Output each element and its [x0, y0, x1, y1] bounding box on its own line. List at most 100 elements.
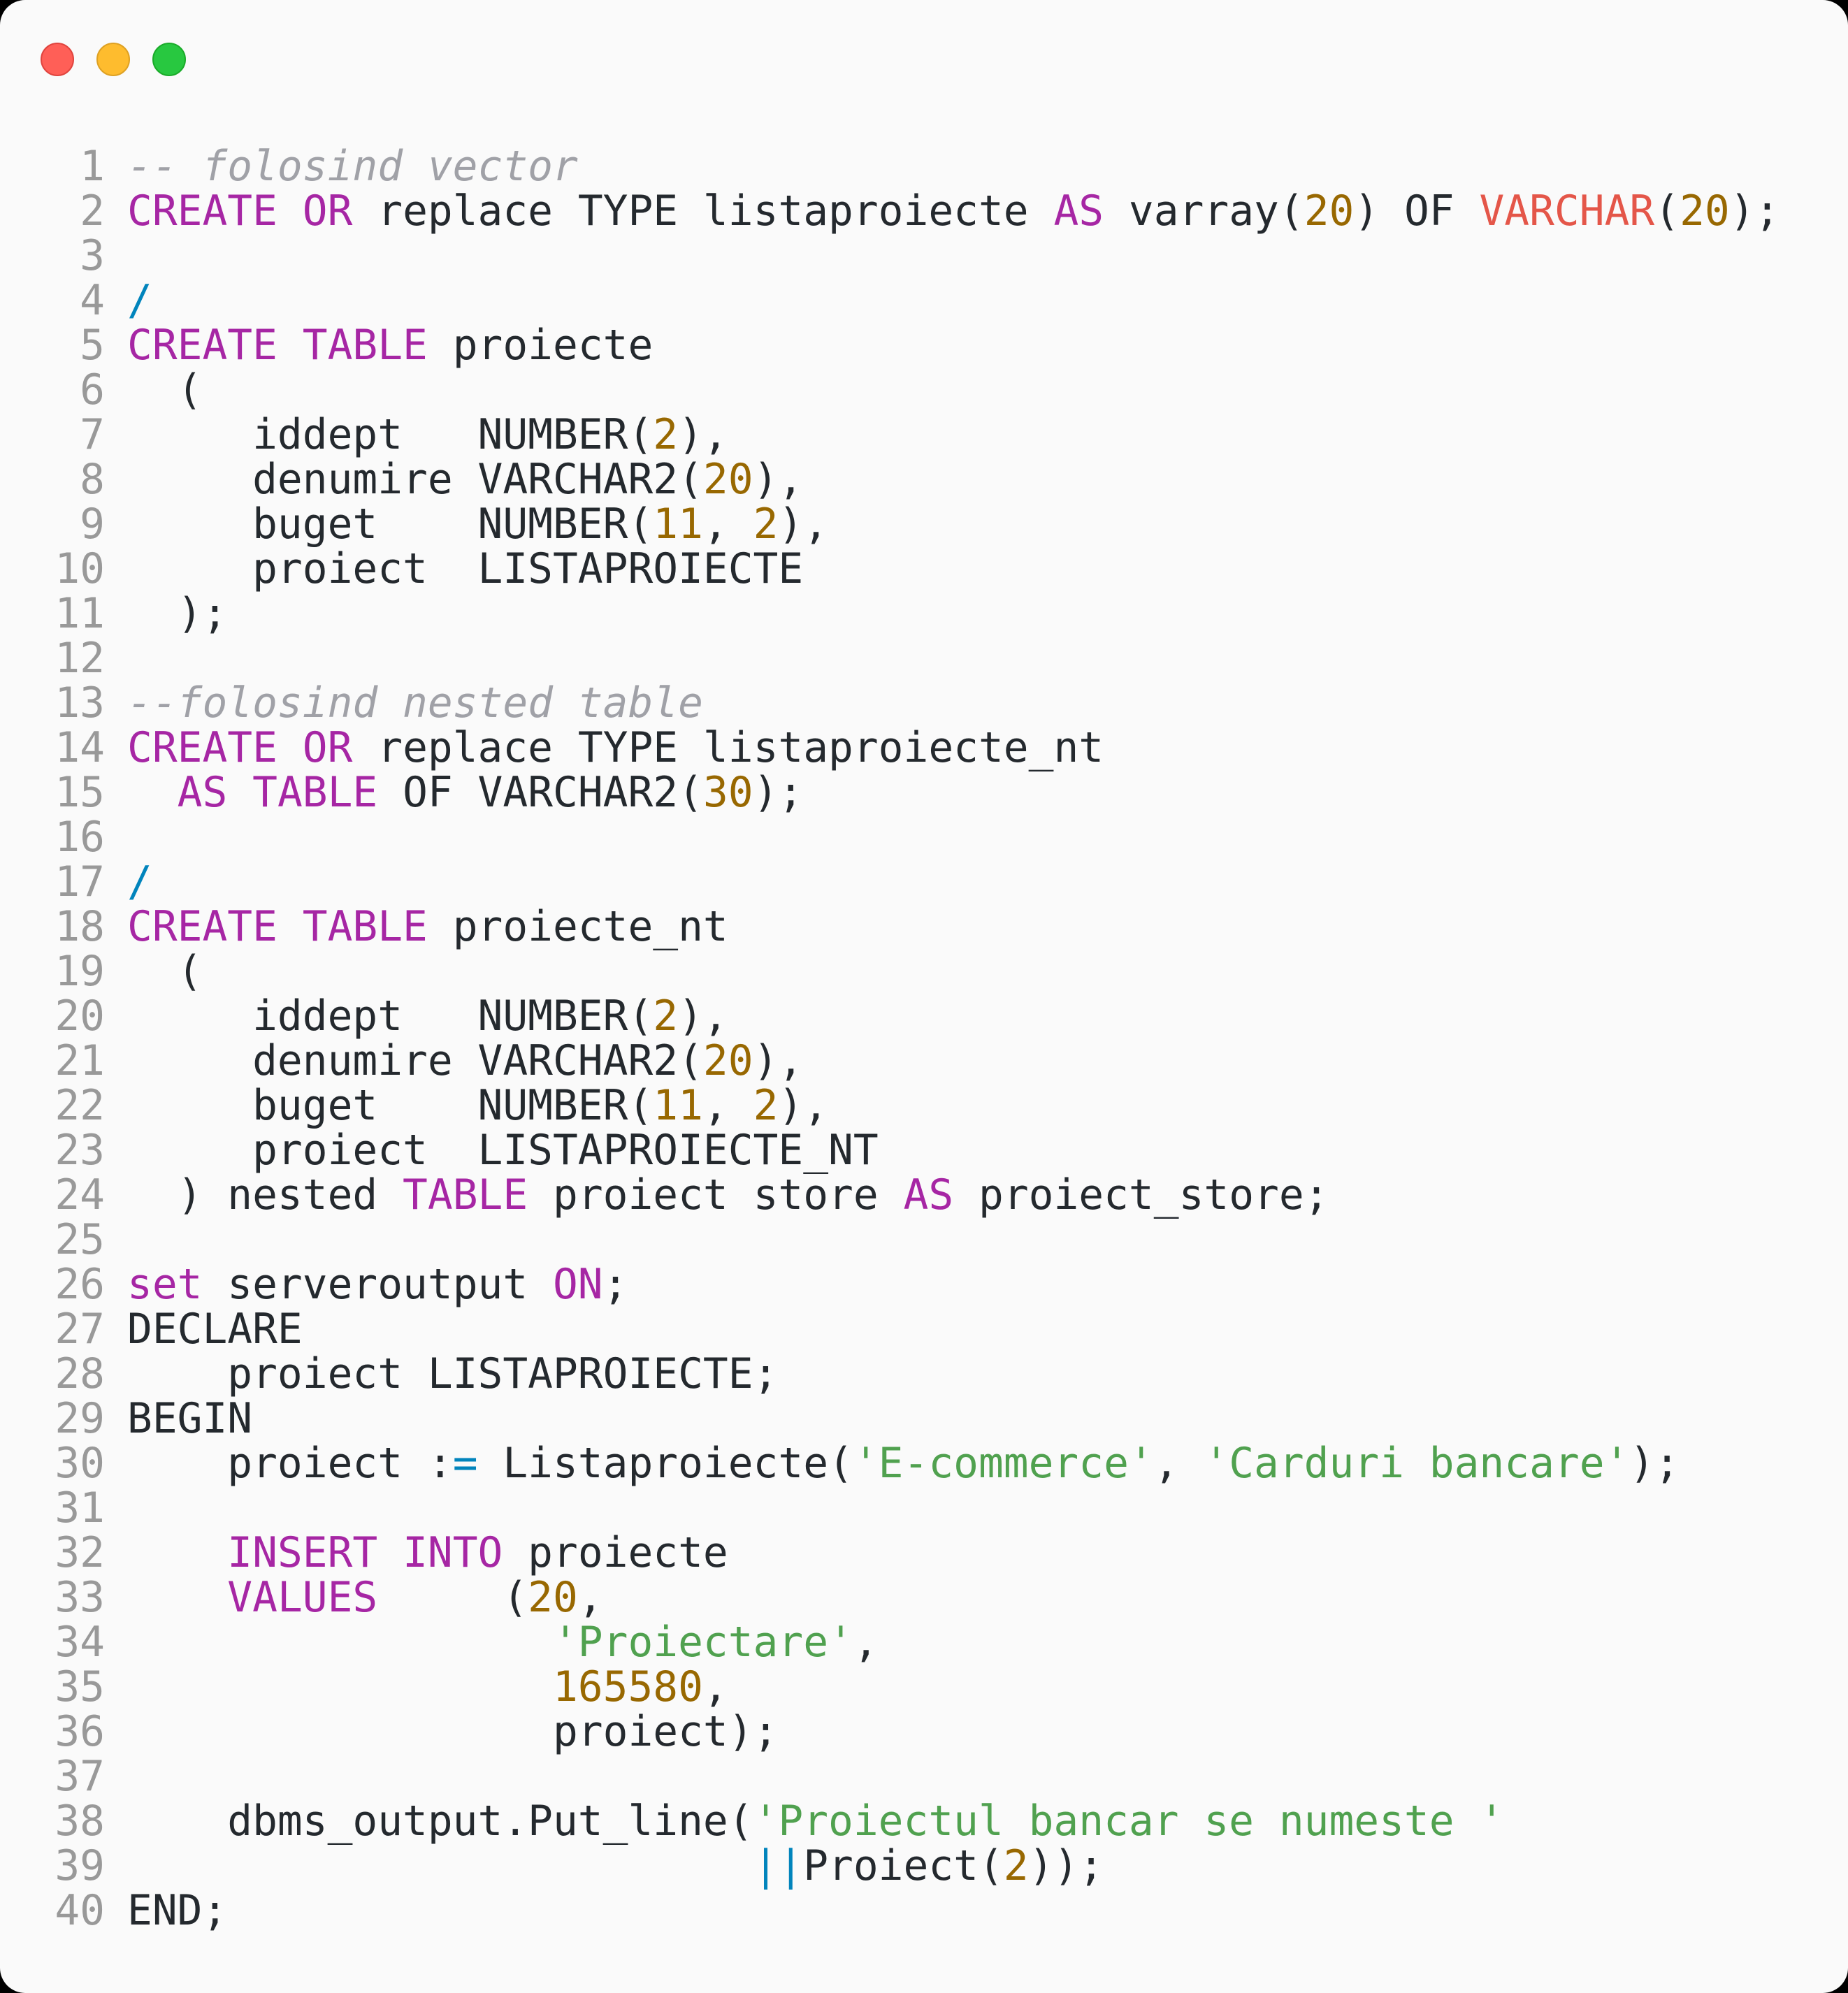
code-line: 21 denumire VARCHAR2(20), [0, 1039, 1780, 1084]
token-txt: ), [678, 411, 728, 459]
code-line: 36 proiect); [0, 1710, 1780, 1755]
code-text: dbms_output.Put_line('Proiectul bancar s… [105, 1799, 1504, 1844]
code-text [105, 1486, 127, 1531]
line-number: 15 [55, 769, 105, 817]
code-text: 'Proiectare', [105, 1621, 879, 1665]
code-line: 30 proiect := Listaproiecte('E-commerce'… [0, 1442, 1780, 1486]
token-txt: OF VARCHAR2( [377, 769, 703, 817]
line-number: 30 [55, 1440, 105, 1488]
line-number: 4 [80, 277, 105, 325]
token-txt: proiecte [427, 321, 654, 370]
line-number: 19 [55, 948, 105, 996]
line-number: 10 [55, 545, 105, 593]
token-op: = [452, 1440, 478, 1488]
token-num: 20 [1680, 187, 1730, 235]
code-text: ||Proiect(2)); [105, 1844, 1104, 1889]
line-number: 12 [55, 635, 105, 683]
code-line: 32 INSERT INTO proiecte [0, 1531, 1780, 1576]
code-text: CREATE TABLE proiecte_nt [105, 905, 728, 950]
token-txt: proiect LISTAPROIECTE; [127, 1350, 779, 1398]
code-line: 25 [0, 1218, 1780, 1263]
token-txt: ); [1629, 1440, 1680, 1488]
token-txt: ), [753, 1037, 804, 1085]
token-kw: ON [552, 1261, 603, 1309]
code-line: 37 [0, 1755, 1780, 1799]
token-txt [227, 769, 252, 817]
code-line: 11 ); [0, 592, 1780, 637]
line-number: 26 [55, 1261, 105, 1309]
token-num: 11 [653, 500, 703, 549]
code-text: iddept NUMBER(2), [105, 413, 728, 458]
code-line: 10 proiect LISTAPROIECTE [0, 547, 1780, 592]
token-txt: serveroutput [202, 1261, 553, 1309]
token-txt: buget NUMBER( [127, 1082, 654, 1130]
token-type: VARCHAR [1479, 187, 1655, 235]
token-num: 2 [653, 992, 679, 1041]
token-txt: , [702, 1082, 753, 1130]
token-txt: ( [127, 366, 203, 414]
token-txt: replace TYPE listaproiecte [352, 187, 1054, 235]
token-txt: ); [753, 769, 804, 817]
code-text: ( [105, 366, 203, 414]
code-line: 19 ( [0, 950, 1780, 994]
code-text: denumire VARCHAR2(20), [105, 458, 803, 502]
token-txt [127, 1618, 553, 1667]
code-line: 8 denumire VARCHAR2(20), [0, 458, 1780, 502]
token-txt: ) OF [1354, 187, 1480, 235]
code-line: 12 [0, 637, 1780, 681]
line-number: 9 [80, 500, 105, 549]
line-number: 23 [55, 1126, 105, 1175]
close-button[interactable] [41, 43, 74, 76]
code-text [105, 816, 127, 860]
token-txt: , [1153, 1440, 1204, 1488]
maximize-button[interactable] [152, 43, 186, 76]
code-text: CREATE OR replace TYPE listaproiecte AS … [105, 189, 1780, 234]
code-text: / [105, 860, 152, 905]
line-number: 24 [55, 1171, 105, 1219]
code-text: --folosind nested table [105, 681, 703, 726]
token-txt: )); [1028, 1842, 1104, 1890]
token-str: 'E-commerce' [853, 1440, 1154, 1488]
code-text [105, 234, 127, 279]
token-txt: ); [127, 590, 228, 638]
token-txt [127, 1529, 227, 1577]
token-com: -- folosind vector [127, 143, 578, 191]
token-num: 165580 [552, 1663, 703, 1711]
token-txt: proiect_store; [953, 1171, 1329, 1219]
code-line: 31 [0, 1486, 1780, 1531]
code-text: 165580, [105, 1665, 728, 1710]
token-op: / [127, 858, 152, 906]
token-txt [377, 1529, 403, 1577]
token-num: 11 [653, 1082, 703, 1130]
token-kw: OR [302, 187, 353, 235]
code-line: 4/ [0, 279, 1780, 324]
token-num: 2 [1003, 1842, 1029, 1890]
token-txt [127, 769, 178, 817]
code-line: 23 proiect LISTAPROIECTE_NT [0, 1129, 1780, 1173]
token-txt [127, 1574, 227, 1622]
token-kw: CREATE [127, 724, 277, 772]
token-txt [127, 1842, 753, 1890]
token-kw: TABLE [403, 1171, 528, 1219]
code-text: ); [105, 590, 228, 638]
token-txt: DECLARE [127, 1305, 303, 1354]
minimize-button[interactable] [96, 43, 130, 76]
token-txt: ), [778, 500, 829, 549]
token-txt: proiecte_nt [427, 903, 728, 951]
token-txt: buget NUMBER( [127, 500, 654, 549]
line-number: 17 [55, 858, 105, 906]
line-number: 6 [80, 366, 105, 414]
code-line: 9 buget NUMBER(11, 2), [0, 502, 1780, 547]
code-text: -- folosind vector [105, 145, 578, 189]
line-number: 18 [55, 903, 105, 951]
token-txt [277, 321, 303, 370]
token-txt [127, 1663, 553, 1711]
token-txt: replace TYPE listaproiecte_nt [352, 724, 1104, 772]
token-txt: , [702, 1663, 728, 1711]
token-kw: INTO [403, 1529, 503, 1577]
line-number: 11 [55, 590, 105, 638]
code-line: 6 ( [0, 368, 1780, 413]
